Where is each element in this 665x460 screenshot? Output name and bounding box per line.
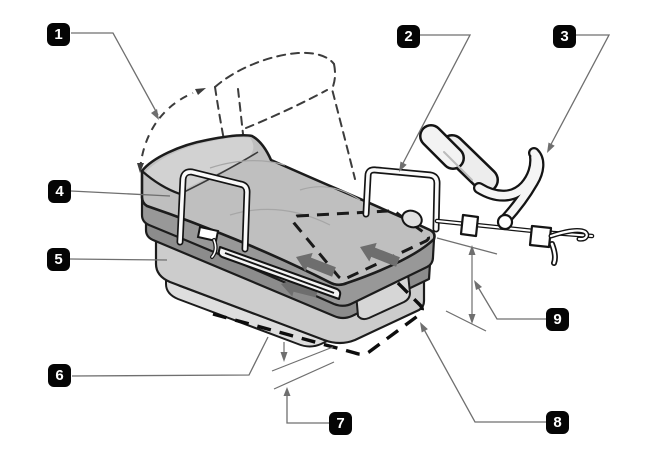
mattress-sheen-3 — [299, 186, 361, 201]
leader-4 — [70, 190, 171, 197]
head-wedge-top — [146, 137, 254, 193]
ground-clearance-dimension — [271, 342, 335, 390]
leader-6 — [71, 336, 269, 377]
leader-2 — [399, 34, 472, 170]
dimension-tick — [445, 310, 487, 332]
leg-support-assembly — [401, 124, 595, 266]
leader-lines — [69, 32, 611, 424]
head-side-rail — [176, 168, 251, 253]
callout-8: 8 — [546, 411, 569, 434]
callout-9: 9 — [546, 308, 569, 331]
callout-3: 3 — [553, 25, 576, 48]
wedge-seam-line — [179, 151, 259, 195]
wedge-crest-line — [141, 170, 181, 196]
dimension-tick — [271, 346, 334, 372]
dimension-arrow-up — [468, 245, 476, 255]
leader-9-arrowhead — [474, 280, 482, 290]
seat-dashed-outline — [291, 209, 430, 281]
dimension-arrow-down — [468, 314, 476, 324]
dimension-tick — [436, 237, 498, 255]
dimension-arrow-down — [280, 352, 288, 362]
leader-1-arrowhead — [151, 109, 159, 120]
callout-7: 7 — [329, 412, 352, 435]
crank-collar — [528, 224, 553, 249]
backrest-crank-handle — [196, 225, 220, 259]
transfer-arrow-icon — [296, 252, 336, 277]
working-height-dimension — [436, 237, 498, 332]
leader-9 — [474, 281, 546, 320]
mattress-sheen-1 — [209, 160, 286, 169]
pad-crease — [443, 151, 473, 181]
callout-2: 2 — [397, 25, 420, 48]
mattress-sheen-2 — [229, 208, 331, 226]
rod-clamp — [459, 213, 480, 238]
foot-side-rail — [362, 166, 441, 233]
callout-6: 6 — [48, 364, 71, 387]
accessory-rail — [217, 246, 342, 300]
callout-1: 1 — [47, 23, 70, 46]
callout-5: 5 — [47, 248, 70, 271]
rod-socket-boss — [401, 209, 423, 229]
leader-3 — [547, 34, 611, 151]
transfer-arrows — [281, 242, 400, 298]
dimension-tick — [273, 361, 335, 390]
leader-1 — [71, 32, 159, 116]
transfer-arrow-icon — [281, 278, 319, 298]
leader-8 — [420, 323, 546, 423]
leader-7-arrowhead — [283, 387, 291, 396]
leader-8-arrowhead — [420, 322, 428, 333]
callout-4: 4 — [48, 180, 71, 203]
arc-arrowhead-down — [137, 163, 144, 173]
leader-7 — [286, 390, 329, 424]
transfer-arrow-icon — [360, 242, 400, 267]
ball-joint — [496, 213, 514, 231]
leader-5 — [69, 258, 168, 261]
backrest-motion-arc — [137, 88, 206, 173]
leader-2-arrowhead — [399, 161, 407, 172]
leader-3-arrowhead — [547, 142, 555, 153]
base-footprint-dashed-outline — [212, 280, 424, 356]
arc-arrowhead-up — [195, 88, 206, 95]
